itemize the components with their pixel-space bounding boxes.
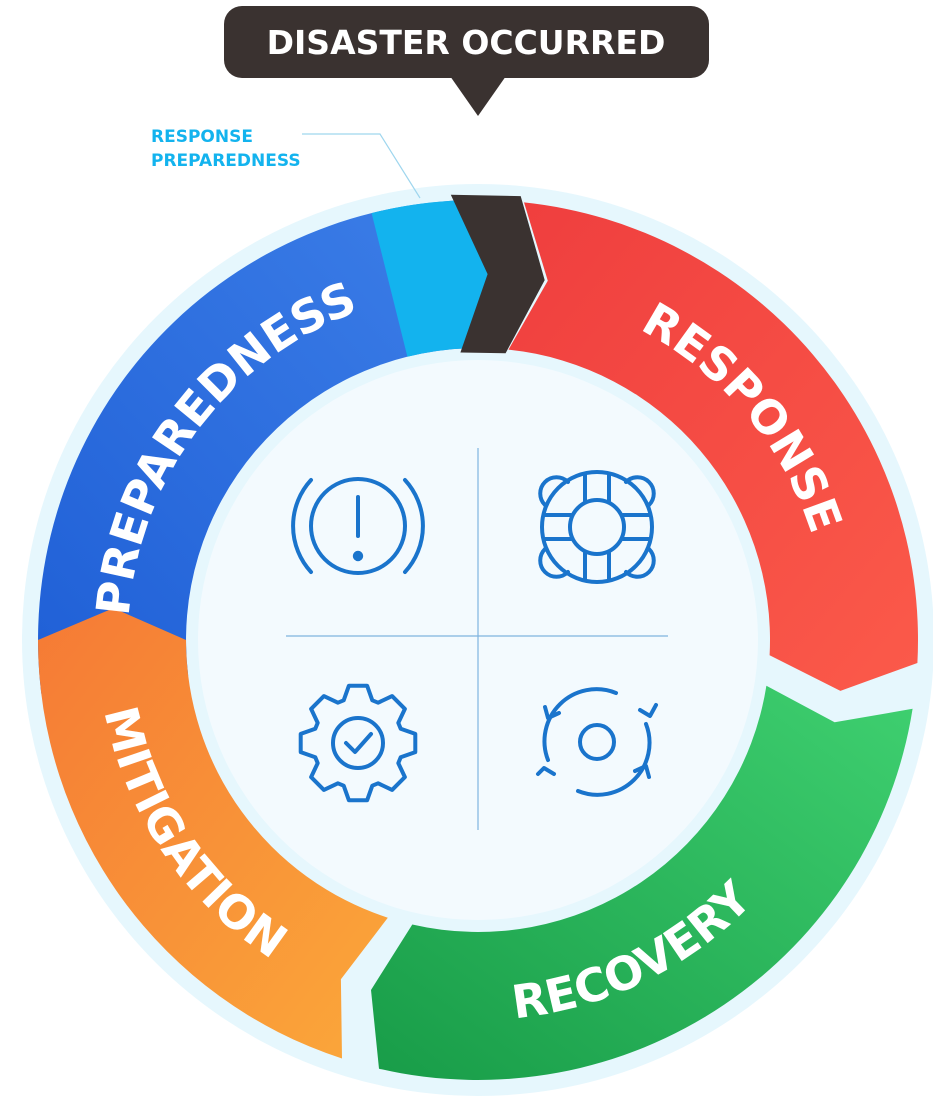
disaster-occurred-callout: DISASTER OCCURRED — [224, 6, 709, 116]
annotation-line-1: RESPONSE — [151, 127, 253, 147]
mitigation-segment[interactable] — [37, 608, 388, 1059]
response-preparedness-segment — [371, 200, 491, 357]
alert-icon — [291, 477, 425, 575]
disaster-chevron-marker — [450, 194, 545, 354]
annotation-leader-line — [302, 133, 421, 199]
response-segment[interactable] — [508, 202, 919, 691]
recovery-segment[interactable] — [371, 685, 913, 1080]
response-preparedness-annotation: RESPONSE PREPAREDNESS — [151, 127, 421, 199]
refresh-icon — [536, 687, 658, 797]
lifebuoy-icon — [538, 470, 656, 584]
gear-check-icon — [298, 683, 418, 803]
callout-text: DISASTER OCCURRED — [267, 23, 666, 62]
preparedness-segment[interactable] — [38, 200, 491, 694]
annotation-line-2: PREPAREDNESS — [151, 151, 301, 171]
